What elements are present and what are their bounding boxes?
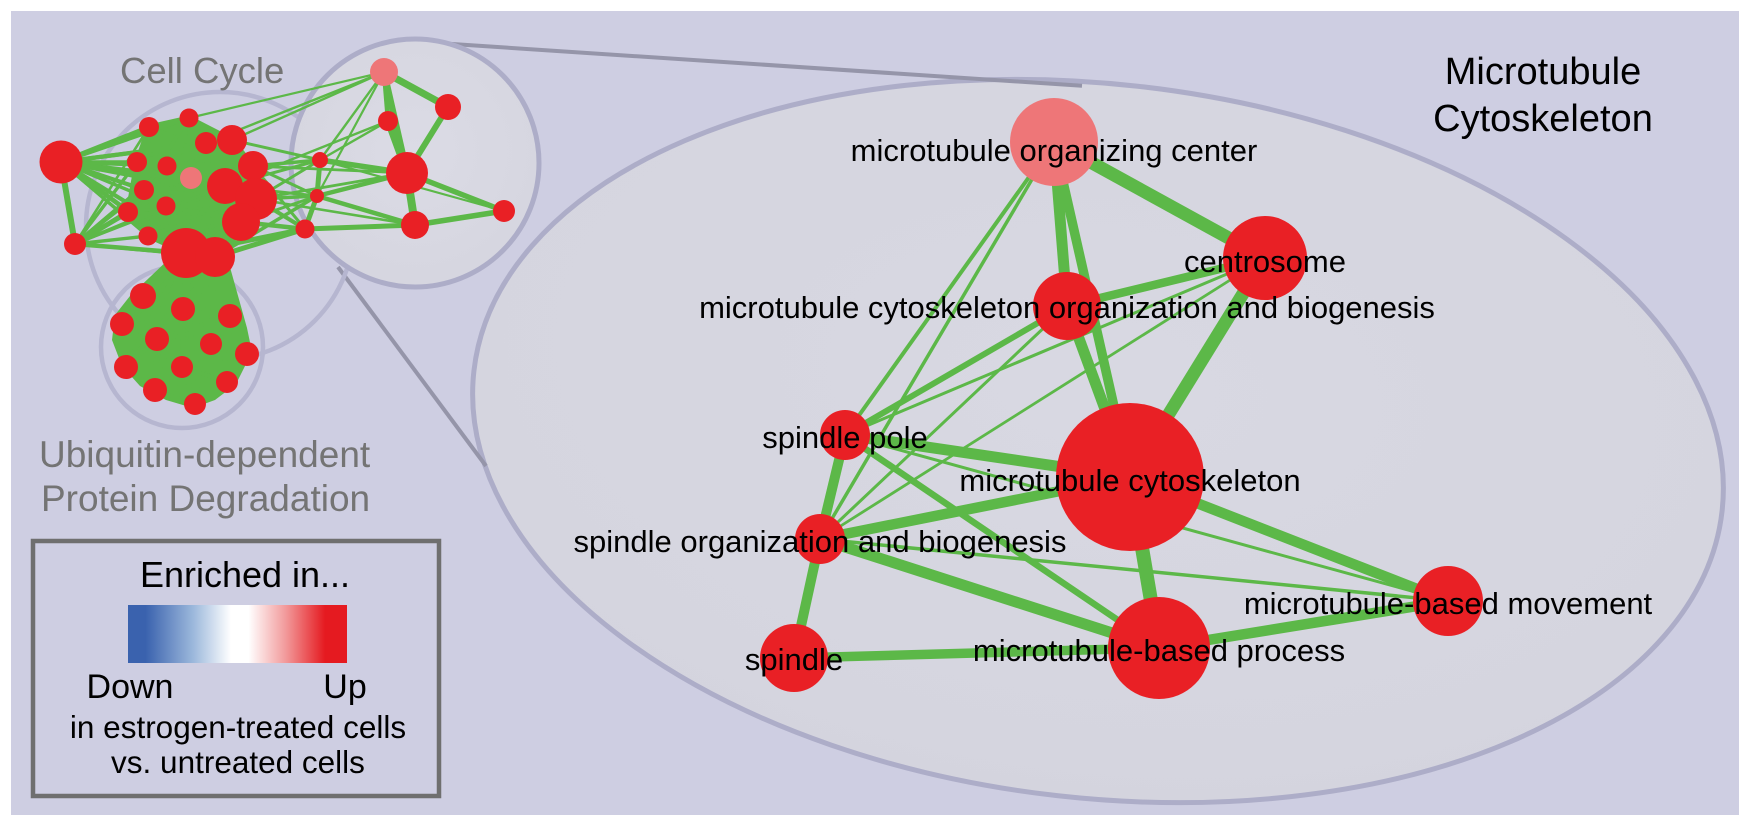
svg-text:microtubule-based movement: microtubule-based movement [1244, 586, 1653, 621]
svg-text:microtubule cytoskeleton organ: microtubule cytoskeleton organization an… [699, 290, 1435, 325]
svg-text:Microtubule: Microtubule [1445, 51, 1641, 93]
svg-text:spindle pole: spindle pole [762, 420, 927, 455]
svg-text:Down: Down [87, 668, 174, 706]
svg-text:centrosome: centrosome [1184, 244, 1346, 279]
svg-text:microtubule cytoskeleton: microtubule cytoskeleton [959, 463, 1300, 498]
svg-text:spindle organization and bioge: spindle organization and biogenesis [574, 524, 1067, 559]
svg-text:in estrogen-treated cells: in estrogen-treated cells [70, 709, 406, 745]
svg-text:Cell Cycle: Cell Cycle [120, 50, 284, 91]
svg-text:microtubule organizing center: microtubule organizing center [851, 133, 1258, 168]
svg-text:Enriched in...: Enriched in... [140, 554, 350, 595]
svg-text:spindle: spindle [745, 642, 843, 677]
svg-text:vs. untreated cells: vs. untreated cells [111, 744, 365, 780]
svg-text:Ubiquitin-dependent: Ubiquitin-dependent [39, 434, 371, 475]
svg-text:Up: Up [323, 668, 366, 706]
svg-text:microtubule-based process: microtubule-based process [973, 633, 1345, 668]
svg-text:Protein Degradation: Protein Degradation [41, 478, 370, 519]
svg-text:Cytoskeleton: Cytoskeleton [1433, 98, 1653, 140]
